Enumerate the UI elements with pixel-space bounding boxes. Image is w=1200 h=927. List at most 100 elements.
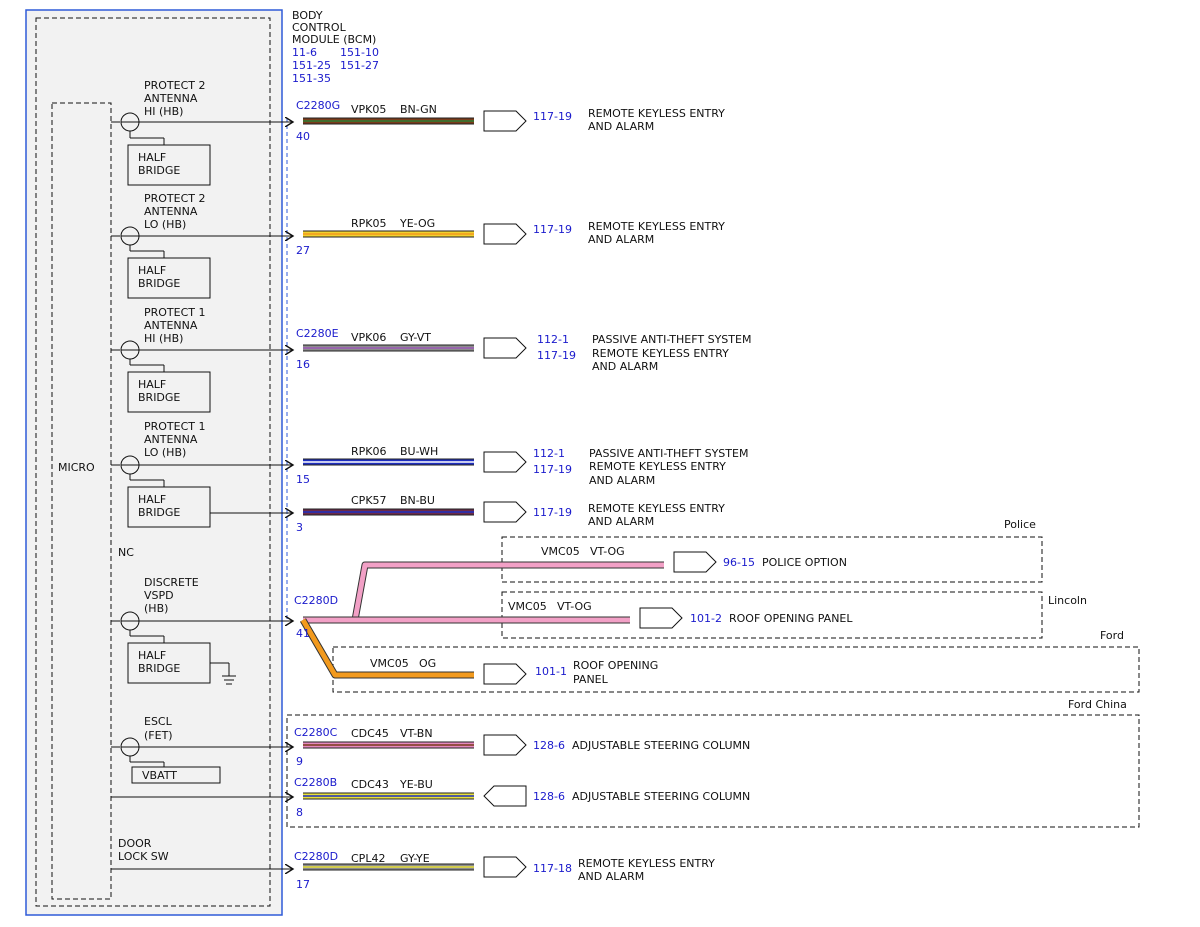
destination-desc: AND ALARM bbox=[592, 360, 658, 373]
connector-arrow-icon bbox=[483, 501, 527, 523]
variant-box-ford-china bbox=[286, 714, 1140, 828]
circuit-number: VMC05 bbox=[508, 600, 547, 613]
page-ref[interactable]: 117-19 bbox=[537, 349, 576, 362]
internal-label: LOCK SW bbox=[118, 850, 169, 863]
variant-label-ford: Ford bbox=[1100, 629, 1124, 642]
page-ref[interactable]: 101-1 bbox=[535, 665, 567, 678]
destination-desc: ADJUSTABLE STEERING COLUMN bbox=[572, 739, 750, 752]
internal-discrete-vspd: DISCRETE VSPD (HB) HALF BRIDGE bbox=[111, 576, 293, 685]
connector-label[interactable]: C2280E bbox=[296, 327, 339, 340]
wire-color-code: BN-GN bbox=[400, 103, 437, 116]
connector-arrow-icon bbox=[483, 663, 527, 685]
connector-label[interactable]: C2280D bbox=[294, 850, 338, 863]
module-ref-4[interactable]: 151-27 bbox=[340, 59, 379, 72]
pin-number: 9 bbox=[296, 755, 303, 768]
half-bridge-box bbox=[127, 371, 211, 413]
page-ref[interactable]: 117-19 bbox=[533, 223, 572, 236]
destination-desc: AND ALARM bbox=[589, 474, 655, 487]
pin-number: 15 bbox=[296, 473, 310, 486]
circuit-number: RPK05 bbox=[351, 217, 387, 230]
internal-escl: ESCL (FET) VBATT bbox=[111, 715, 293, 784]
destination-arrows bbox=[483, 110, 717, 878]
variant-label-lincoln: Lincoln bbox=[1048, 594, 1087, 607]
connector-label[interactable]: C2280B bbox=[294, 776, 337, 789]
connector-arrow-icon bbox=[483, 337, 527, 359]
internal-protect2-lo: PROTECT 2 ANTENNA LO (HB) HALF BRIDGE bbox=[111, 192, 293, 299]
circuit-number: VMC05 bbox=[370, 657, 409, 670]
internal-door-lock-sw: DOOR LOCK SW bbox=[111, 837, 293, 869]
internal-label: PROTECT 2 bbox=[144, 192, 206, 205]
page-ref[interactable]: 117-18 bbox=[533, 862, 572, 875]
destination-desc: PANEL bbox=[573, 673, 609, 686]
page-ref[interactable]: 117-19 bbox=[533, 463, 572, 476]
wire-color-code: VT-OG bbox=[557, 600, 592, 613]
bcm-module-border bbox=[25, 9, 283, 916]
module-title-line-2: CONTROL bbox=[292, 21, 347, 34]
module-title-line-1: BODY bbox=[292, 9, 323, 22]
page-ref[interactable]: 101-2 bbox=[690, 612, 722, 625]
pin-number: 41 bbox=[296, 627, 310, 640]
half-bridge-box bbox=[127, 486, 211, 528]
circuit-number: VMC05 bbox=[541, 545, 580, 558]
page-ref[interactable]: 128-6 bbox=[533, 739, 565, 752]
internal-protect1-lo: PROTECT 1 ANTENNA LO (HB) HALF BRIDGE bbox=[111, 420, 293, 528]
destination-desc: AND ALARM bbox=[578, 870, 644, 883]
circuit-number: CPL42 bbox=[351, 852, 385, 865]
internal-label: VSPD bbox=[144, 589, 174, 602]
wire-color-code: BN-BU bbox=[400, 494, 435, 507]
pin-number: 40 bbox=[296, 130, 310, 143]
page-ref[interactable]: 128-6 bbox=[533, 790, 565, 803]
pin-number: 17 bbox=[296, 878, 310, 891]
connector-arrow-icon bbox=[483, 734, 527, 756]
module-ref-5[interactable]: 151-35 bbox=[292, 72, 331, 85]
internal-label: ESCL bbox=[144, 715, 173, 728]
half-bridge-label: BRIDGE bbox=[138, 662, 180, 675]
destination-desc: AND ALARM bbox=[588, 120, 654, 133]
internal-label: ANTENNA bbox=[144, 433, 198, 446]
internal-label: HI (HB) bbox=[144, 332, 183, 345]
destination-desc: ROOF OPENING PANEL bbox=[729, 612, 853, 625]
destination-desc: ADJUSTABLE STEERING COLUMN bbox=[572, 790, 750, 803]
page-ref[interactable]: 117-19 bbox=[533, 110, 572, 123]
half-bridge-box bbox=[127, 144, 211, 186]
internal-label: DISCRETE bbox=[144, 576, 199, 589]
internal-label: ANTENNA bbox=[144, 92, 198, 105]
module-ref-2[interactable]: 151-10 bbox=[340, 46, 379, 59]
connector-arrow-in-icon bbox=[483, 785, 527, 807]
circuit-number: VPK05 bbox=[351, 103, 386, 116]
wire-color-code: VT-OG bbox=[590, 545, 625, 558]
half-bridge-box bbox=[127, 257, 211, 299]
destination-desc: ROOF OPENING bbox=[573, 659, 658, 672]
destination-desc: PASSIVE ANTI-THEFT SYSTEM bbox=[589, 447, 748, 460]
destination-desc: REMOTE KEYLESS ENTRY bbox=[588, 107, 725, 120]
variant-label-police: Police bbox=[1004, 518, 1036, 531]
page-ref[interactable]: 112-1 bbox=[533, 447, 565, 460]
circuit-number: RPK06 bbox=[351, 445, 387, 458]
connector-label[interactable]: C2280D bbox=[294, 594, 338, 607]
variant-label-ford-china: Ford China bbox=[1068, 698, 1127, 711]
page-ref[interactable]: 117-19 bbox=[533, 506, 572, 519]
page-ref[interactable]: 96-15 bbox=[723, 556, 755, 569]
connector-arrow-icon bbox=[483, 856, 527, 878]
wire-color-code: GY-VT bbox=[400, 331, 431, 344]
destination-desc: REMOTE KEYLESS ENTRY bbox=[588, 502, 725, 515]
connector-label[interactable]: C2280G bbox=[296, 99, 340, 112]
internal-protect1-hi: PROTECT 1 ANTENNA HI (HB) HALF BRIDGE bbox=[111, 306, 293, 413]
pin-number: 3 bbox=[296, 521, 303, 534]
wire-color-code: GY-YE bbox=[400, 852, 430, 865]
connector-arrow-icon bbox=[639, 607, 683, 629]
internal-label: ANTENNA bbox=[144, 319, 198, 332]
internal-label: (HB) bbox=[144, 602, 168, 615]
wire-color-code: YE-BU bbox=[399, 778, 433, 791]
internal-label: HI (HB) bbox=[144, 105, 183, 118]
pin-number: 16 bbox=[296, 358, 310, 371]
connector-label[interactable]: C2280C bbox=[294, 726, 338, 739]
micro-label: MICRO bbox=[58, 461, 95, 474]
module-ref-1[interactable]: 11-6 bbox=[292, 46, 317, 59]
half-bridge-label: HALF bbox=[138, 649, 166, 662]
half-bridge-label: BRIDGE bbox=[138, 506, 180, 519]
page-ref[interactable]: 112-1 bbox=[537, 333, 569, 346]
module-ref-3[interactable]: 151-25 bbox=[292, 59, 331, 72]
half-bridge-label: BRIDGE bbox=[138, 164, 180, 177]
destination-desc: AND ALARM bbox=[588, 515, 654, 528]
